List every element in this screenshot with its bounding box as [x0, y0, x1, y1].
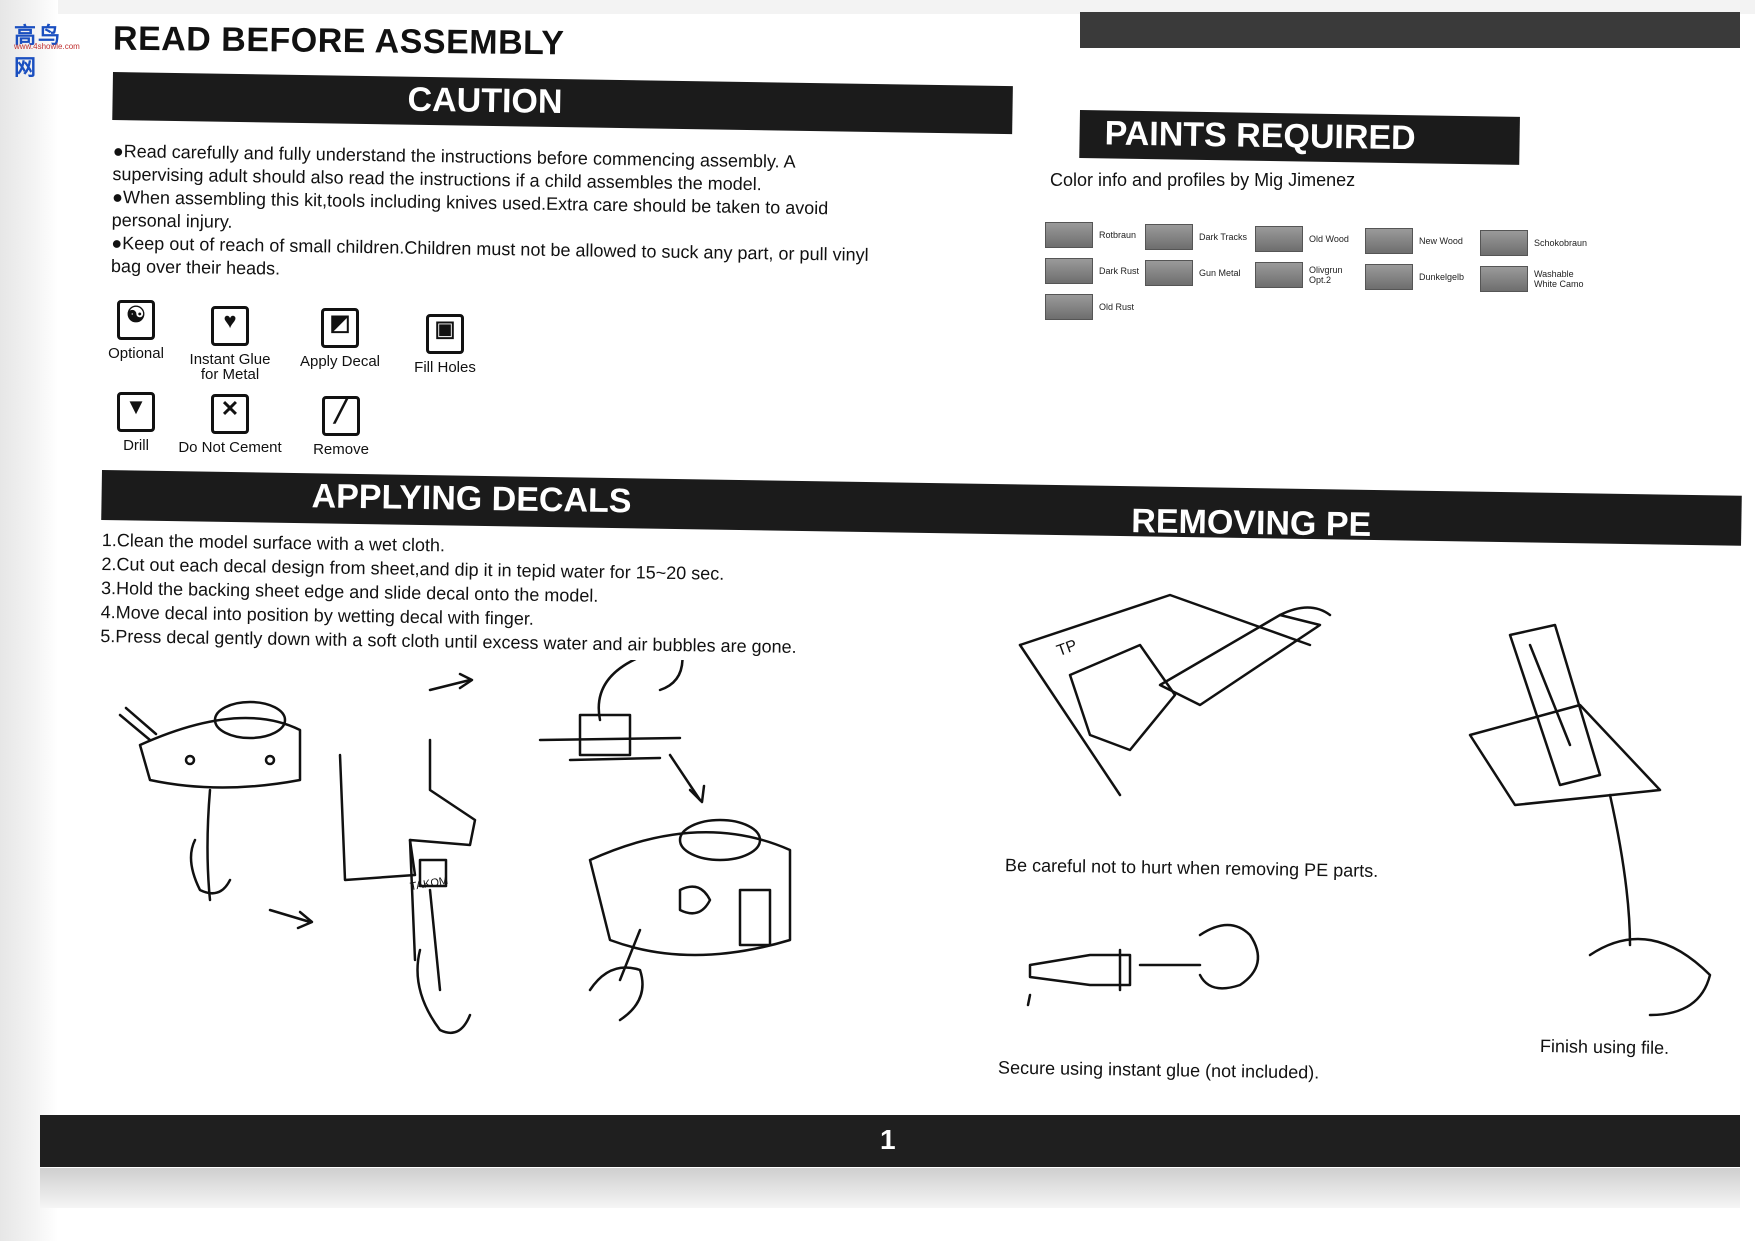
header-dark-strip	[1080, 12, 1740, 48]
paint-name: Old Wood	[1309, 234, 1349, 244]
legend-label: Optional	[108, 345, 164, 362]
scan-edge-top	[58, 0, 1755, 14]
arrow-icon	[268, 908, 312, 924]
drill-icon: ▼	[117, 392, 155, 432]
paint-chip	[1255, 262, 1303, 288]
do-not-cement-icon: ✕	[211, 394, 249, 434]
paint-swatch: New Wood	[1365, 228, 1471, 254]
paint-chip	[1365, 264, 1413, 290]
paint-chip	[1255, 226, 1303, 252]
decal-steps-list: 1.Clean the model surface with a wet clo…	[100, 528, 922, 661]
fill-holes-icon: ▣	[426, 314, 464, 354]
legend-label: Drill	[123, 437, 149, 454]
paint-chip	[1045, 258, 1093, 284]
paint-name: Gun Metal	[1199, 268, 1241, 278]
decal-water-dip-drawing	[538, 660, 684, 762]
watermark-logo-text: 高鸟网	[14, 23, 63, 80]
paint-name: Rotbraun	[1099, 230, 1137, 240]
watermark-logo: 高鸟网 www.4showle.com	[8, 8, 80, 80]
paints-heading: PAINTS REQUIRED	[1104, 114, 1416, 158]
paint-name: Schokobraun	[1534, 238, 1588, 248]
paint-swatch: Dark Rust	[1045, 258, 1151, 284]
caution-header-bar: CAUTION	[112, 72, 1013, 135]
paint-chip	[1480, 266, 1528, 292]
paint-swatch: Gun Metal	[1145, 260, 1251, 286]
caution-text: ●Read carefully and fully understand the…	[111, 140, 873, 290]
optional-icon: ☯	[117, 300, 155, 340]
paint-swatch: Dark Tracks	[1145, 224, 1251, 250]
page-title: READ BEFORE ASSEMBLY	[112, 19, 565, 63]
paint-swatch: Old Rust	[1045, 294, 1151, 320]
pe-caption-file: Finish using file.	[1539, 1035, 1670, 1059]
removing-pe-heading: REMOVING PE	[1131, 502, 1372, 544]
paint-name: Dark Rust	[1099, 266, 1140, 276]
paint-swatch: Schokobraun	[1480, 230, 1588, 256]
legend-label: Fill Holes	[414, 359, 476, 376]
pe-file-drawing	[1468, 623, 1712, 1017]
paint-name: Olivgrun Opt.2	[1309, 265, 1343, 285]
footer-bar	[40, 1115, 1740, 1167]
legend-item: ▣ Fill Holes	[400, 314, 490, 375]
pe-illustration	[1018, 593, 1712, 1017]
legend-label: Remove	[313, 441, 369, 458]
legend-item: ☯ Optional	[100, 300, 172, 361]
turret-apply-decal-drawing	[588, 818, 792, 1022]
decal-illustration	[118, 660, 792, 1035]
pe-glue-drawing	[1026, 923, 1260, 1007]
paint-chip	[1045, 222, 1093, 248]
scan-edge-bottom	[40, 1168, 1740, 1208]
paint-chip	[1145, 224, 1193, 250]
paint-chip	[1480, 230, 1528, 256]
paint-swatch: Dunkelgelb	[1365, 264, 1471, 290]
legend-item: ♥ Instant Glue for Metal	[180, 306, 280, 382]
paint-swatch: Old Wood	[1255, 226, 1361, 252]
instant-glue-icon: ♥	[211, 306, 249, 346]
decals-heading: APPLYING DECALS	[311, 477, 632, 521]
decal-sheet-cut-drawing	[338, 738, 477, 1035]
paints-subtitle: Color info and profiles by Mig Jimenez	[1050, 170, 1356, 190]
legend-item: ╱ Remove	[296, 396, 386, 457]
watermark-logo-url: www.4showle.com	[14, 42, 80, 51]
paint-name: Dunkelgelb	[1419, 272, 1465, 282]
paint-chip	[1145, 260, 1193, 286]
apply-decal-icon: ◩	[321, 308, 359, 348]
paints-header-bar: PAINTS REQUIRED	[1079, 110, 1520, 165]
paint-swatch: Rotbraun	[1045, 222, 1151, 248]
legend-label: Apply Decal	[299, 353, 381, 370]
legend-label: Instant Glue for Metal	[189, 351, 271, 383]
arrow-icon	[428, 678, 472, 692]
paint-name: Washable White Camo	[1534, 269, 1584, 289]
symbol-legend: ☯ Optional ♥ Instant Glue for Metal ◩ Ap…	[100, 300, 520, 460]
paint-swatch: Washable White Camo	[1480, 266, 1586, 292]
turret-wet-cloth-drawing	[118, 700, 302, 902]
caution-heading: CAUTION	[407, 80, 563, 122]
page-number: 1	[880, 1124, 896, 1155]
paint-name: New Wood	[1419, 236, 1463, 246]
paint-chip	[1365, 228, 1413, 254]
pe-cut-drawing	[1018, 593, 1332, 797]
paint-name: Dark Tracks	[1199, 232, 1248, 242]
legend-item: ◩ Apply Decal	[290, 308, 390, 369]
arrow-icon	[668, 753, 702, 802]
paint-name: Old Rust	[1099, 302, 1135, 312]
legend-item: ▼ Drill	[100, 392, 172, 453]
scan-edge-left	[0, 0, 58, 1241]
remove-icon: ╱	[322, 396, 360, 436]
paint-chip	[1045, 294, 1093, 320]
legend-label: Do Not Cement	[178, 439, 282, 456]
legend-item: ✕ Do Not Cement	[170, 394, 290, 455]
paint-swatch: Olivgrun Opt.2	[1255, 262, 1361, 288]
paint-swatch-grid: Rotbraun Dark Tracks Old Wood New Wood S…	[1045, 222, 1605, 322]
